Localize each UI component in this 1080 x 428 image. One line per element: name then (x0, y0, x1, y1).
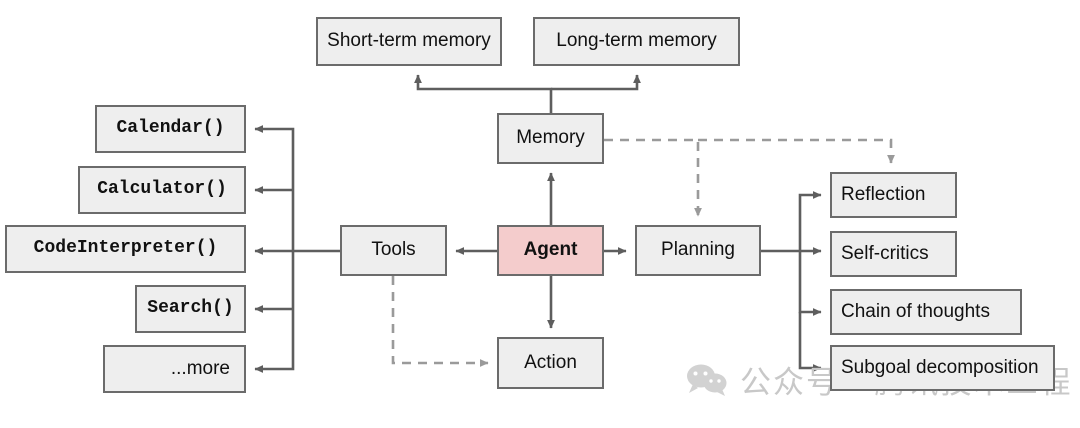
node-label: Chain of thoughts (841, 300, 990, 322)
edge-memory-reflection-dashed (698, 138, 895, 164)
edge-memory-long-term (551, 74, 641, 91)
node-reflection[interactable]: Reflection (830, 172, 957, 218)
edge-planning-subgoal (798, 312, 822, 372)
node-tools[interactable]: Tools (340, 225, 447, 276)
node-label: Subgoal decomposition (841, 356, 1039, 378)
edge-tools-calendar (254, 125, 295, 251)
node-memory[interactable]: Memory (497, 113, 604, 164)
edge-planning-reflection (761, 191, 822, 253)
node-label: Tools (371, 239, 416, 261)
edge-memory-planning-dashed (604, 138, 702, 217)
node-calculator[interactable]: Calculator() (78, 166, 246, 214)
node-action[interactable]: Action (497, 337, 604, 389)
node-label: Calendar() (116, 118, 225, 139)
node-more[interactable]: ...more (103, 345, 246, 393)
node-subgoal-decomposition[interactable]: Subgoal decomposition (830, 345, 1055, 391)
node-calendar[interactable]: Calendar() (95, 105, 246, 153)
node-agent[interactable]: Agent (497, 225, 604, 276)
node-code-interpreter[interactable]: CodeInterpreter() (5, 225, 246, 273)
node-label: Long-term memory (556, 30, 717, 52)
node-label: Short-term memory (327, 30, 491, 52)
edge-memory-short-term (414, 74, 553, 113)
node-label: Calculator() (97, 179, 227, 200)
node-label: Agent (523, 239, 578, 261)
node-label: Reflection (841, 183, 926, 205)
edge-tools-more (254, 251, 295, 373)
node-search[interactable]: Search() (135, 285, 246, 333)
node-label: ...more (170, 357, 230, 379)
node-self-critics[interactable]: Self-critics (830, 231, 957, 277)
node-label: Planning (661, 239, 735, 261)
node-short-term-memory[interactable]: Short-term memory (316, 17, 502, 66)
node-label: CodeInterpreter() (33, 238, 218, 259)
node-label: Action (524, 351, 577, 373)
edge-planning-chain-of-thoughts (798, 251, 822, 316)
node-long-term-memory[interactable]: Long-term memory (533, 17, 740, 66)
node-chain-of-thoughts[interactable]: Chain of thoughts (830, 289, 1022, 335)
node-label: Memory (516, 127, 585, 149)
node-label: Self-critics (841, 242, 929, 264)
edge-tools-action-dashed (391, 276, 489, 367)
node-planning[interactable]: Planning (635, 225, 761, 276)
node-label: Search() (147, 298, 234, 319)
